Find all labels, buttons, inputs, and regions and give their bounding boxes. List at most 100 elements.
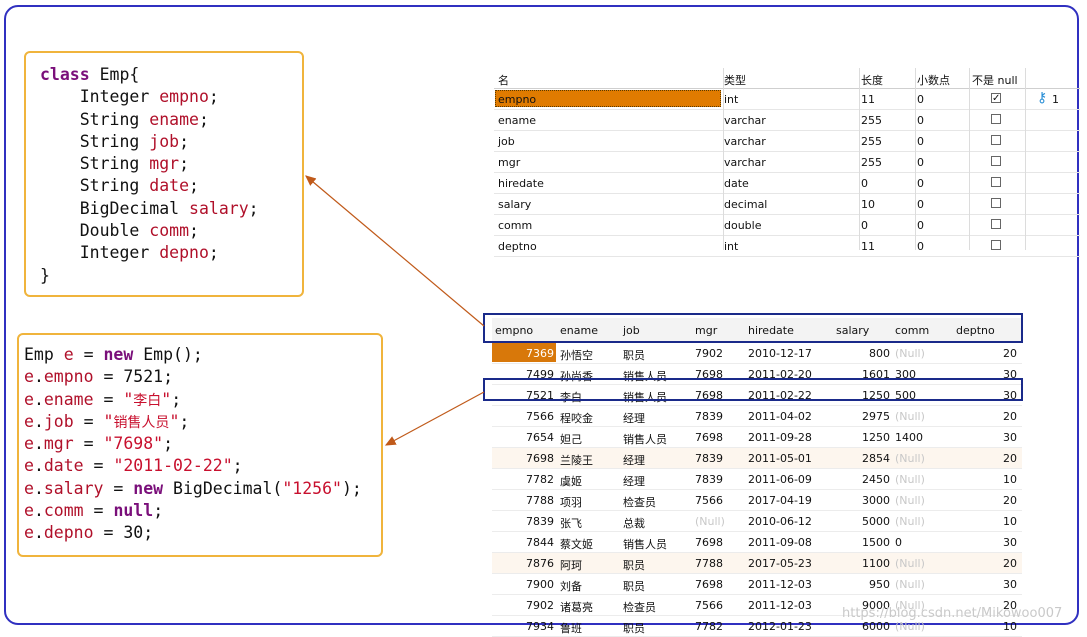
cell-ename: 刘备 — [560, 580, 582, 593]
cell-empno: 7566 — [526, 410, 554, 423]
not-null-checkbox[interactable] — [991, 156, 1001, 166]
assign-eq: = — [93, 389, 124, 409]
cell-hiredate: 2012-01-23 — [748, 620, 812, 633]
code-line-assign: e.date = "2011-02-22"; — [24, 456, 243, 476]
cell-salary: 2975 — [862, 410, 890, 423]
cell-hiredate: 2011-12-03 — [748, 599, 812, 612]
col-header-comm[interactable]: comm — [895, 324, 930, 337]
field-name: ename — [149, 109, 199, 129]
assign-value: 7521 — [123, 367, 164, 387]
not-null-checkbox[interactable]: ✓ — [991, 93, 1001, 104]
code-line-field: String ename; — [79, 109, 209, 129]
cell-comm: (Null) — [895, 494, 925, 507]
assign-eq: = — [93, 367, 124, 387]
schema-cell-dec: 0 — [917, 114, 924, 127]
col-header-hiredate[interactable]: hiredate — [748, 324, 794, 337]
cell-job: 销售人员 — [623, 538, 667, 551]
cell-deptno: 30 — [1003, 389, 1017, 402]
data-table: empno ename job mgr hiredate salary comm… — [492, 318, 1022, 637]
col-header-salary[interactable]: salary — [836, 324, 870, 337]
cell-comm: (Null) — [895, 620, 925, 633]
cell-job: 职员 — [623, 349, 645, 362]
not-null-checkbox[interactable] — [991, 135, 1001, 145]
assign-eq: = — [103, 478, 134, 498]
cell-deptno: 20 — [1003, 494, 1017, 507]
schema-cell-name: comm — [498, 219, 533, 232]
field-type: Integer — [79, 87, 150, 107]
col-header-mgr[interactable]: mgr — [695, 324, 718, 337]
assign-eq: = — [93, 523, 124, 543]
assign-string: "7698" — [103, 434, 164, 454]
assign-tail: ; — [171, 389, 182, 409]
cell-hiredate: 2010-06-12 — [748, 515, 812, 528]
col-header-job[interactable]: job — [623, 324, 640, 337]
row-highlight-box — [483, 378, 1023, 401]
code-line-field: String date; — [79, 176, 199, 196]
not-null-checkbox[interactable] — [991, 114, 1001, 124]
cell-job: 职员 — [623, 559, 645, 572]
cell-mgr: 7839 — [695, 452, 723, 465]
cell-salary: 2854 — [862, 452, 890, 465]
col-header-ename[interactable]: ename — [560, 324, 598, 337]
schema-header-length: 长度 — [861, 74, 883, 87]
cell-deptno: 20 — [1003, 452, 1017, 465]
assign-tail: ; — [163, 434, 174, 454]
schema-selected-cell[interactable] — [495, 90, 721, 107]
not-null-checkbox[interactable] — [991, 198, 1001, 208]
code-line-assign: e.ename = "李白"; — [24, 389, 182, 409]
cell-job: 职员 — [623, 580, 645, 593]
not-null-checkbox[interactable] — [991, 177, 1001, 187]
cell-ename: 项羽 — [560, 496, 582, 509]
cell-ename: 蔡文姬 — [560, 538, 593, 551]
selected-cell[interactable] — [492, 343, 556, 362]
not-null-checkbox[interactable] — [991, 219, 1001, 229]
cell-comm: 0 — [895, 536, 902, 549]
schema-cell-type: varchar — [724, 156, 766, 169]
col-header-empno[interactable]: empno — [495, 324, 534, 337]
field-type: String — [79, 154, 140, 174]
code-line-field: BigDecimal salary; — [79, 198, 259, 218]
cell-salary: 9000 — [862, 599, 890, 612]
cell-mgr: 7839 — [695, 473, 723, 486]
cell-job: 职员 — [623, 622, 645, 635]
cell-salary: 5000 — [862, 515, 890, 528]
class-fields: Integer empno; String ename; String job;… — [40, 86, 302, 264]
cell-deptno: 30 — [1003, 431, 1017, 444]
assign-null: null — [113, 501, 154, 521]
cell-comm: 300 — [895, 368, 916, 381]
cell-comm: (Null) — [895, 599, 925, 612]
primary-key-index: 1 — [1052, 93, 1059, 106]
field-name: job — [149, 131, 180, 151]
assign-eq: = — [73, 434, 104, 454]
field-name: mgr — [149, 154, 180, 174]
schema-cell-type: date — [724, 177, 749, 190]
code-line-field: String job; — [79, 131, 190, 151]
col-header-deptno[interactable]: deptno — [956, 324, 995, 337]
code-line-assign: e.salary = new BigDecimal("1256"); — [24, 478, 362, 498]
assign-string: "1256" — [282, 478, 342, 498]
schema-cell-len: 0 — [861, 219, 868, 232]
not-null-checkbox[interactable] — [991, 240, 1001, 250]
code-line-assign: e.comm = null; — [24, 501, 164, 521]
